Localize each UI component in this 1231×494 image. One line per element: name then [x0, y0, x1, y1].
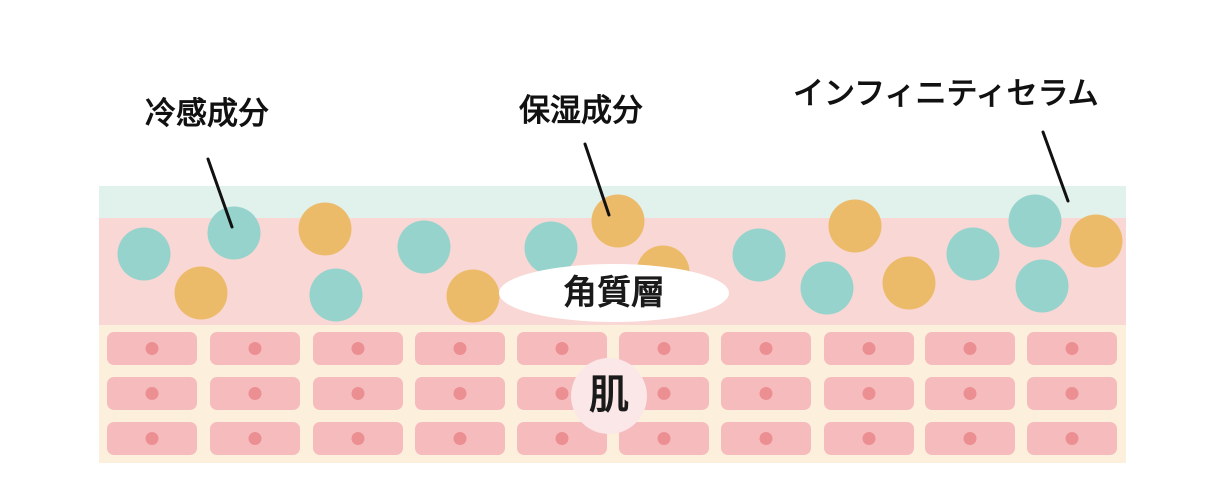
- skin-label: 肌: [589, 372, 629, 418]
- cell-nucleus: [862, 387, 876, 400]
- cooling-particle: [1015, 259, 1069, 313]
- cell-nucleus: [555, 342, 569, 355]
- cell-nucleus: [1065, 342, 1079, 355]
- moisturizing-particle: [882, 256, 936, 310]
- moisturizing-particle: [174, 266, 228, 320]
- cooling-particle: [524, 221, 578, 275]
- cooling-leader-line: [206, 157, 234, 229]
- cell-nucleus: [351, 387, 365, 400]
- cell-nucleus: [862, 342, 876, 355]
- cell-nucleus: [248, 342, 262, 355]
- serum-label: インフィニティセラム: [793, 76, 1099, 112]
- skin-label-bg: [571, 358, 647, 434]
- moisturizing-particle: [591, 194, 645, 248]
- cell-nucleus: [145, 387, 159, 400]
- moisturizing-ingredient-label: 保湿成分: [519, 93, 643, 129]
- cell-nucleus: [759, 432, 773, 445]
- cell-nucleus: [657, 342, 671, 355]
- cell-nucleus: [453, 432, 467, 445]
- cell-nucleus: [657, 432, 671, 445]
- cell-nucleus: [963, 387, 977, 400]
- moisturizing-particle: [1069, 214, 1123, 268]
- cell-nucleus: [657, 387, 671, 400]
- cell-nucleus: [555, 387, 569, 400]
- cell-nucleus: [248, 432, 262, 445]
- cell-nucleus: [453, 342, 467, 355]
- cooling-ingredient-label: 冷感成分: [145, 96, 269, 132]
- cooling-particle: [117, 227, 171, 281]
- cooling-particle: [309, 268, 363, 322]
- cell-nucleus: [145, 432, 159, 445]
- cell-nucleus: [963, 432, 977, 445]
- cell-nucleus: [453, 387, 467, 400]
- cell-nucleus: [351, 342, 365, 355]
- stratum-corneum-label-bg: [499, 264, 729, 322]
- cooling-particle: [800, 261, 854, 315]
- cooling-particle: [397, 220, 451, 274]
- serum-leader-line: [1041, 130, 1070, 203]
- moisturizing-leader-line: [583, 142, 611, 217]
- cooling-particle: [1008, 194, 1062, 248]
- cooling-particle: [732, 228, 786, 282]
- stratum-corneum-label: 角質層: [563, 273, 665, 313]
- cell-nucleus: [555, 432, 569, 445]
- cell-nucleus: [145, 342, 159, 355]
- cell-nucleus: [1065, 387, 1079, 400]
- cell-nucleus: [759, 342, 773, 355]
- cell-nucleus: [1065, 432, 1079, 445]
- cell-nucleus: [963, 342, 977, 355]
- cell-nucleus: [862, 432, 876, 445]
- cooling-particle: [207, 206, 261, 260]
- cell-nucleus: [351, 432, 365, 445]
- moisturizing-particle: [828, 199, 882, 253]
- moisturizing-particle: [298, 202, 352, 256]
- moisturizing-particle: [446, 269, 500, 323]
- cell-nucleus: [248, 387, 262, 400]
- cell-nucleus: [759, 387, 773, 400]
- cooling-particle: [946, 227, 1000, 281]
